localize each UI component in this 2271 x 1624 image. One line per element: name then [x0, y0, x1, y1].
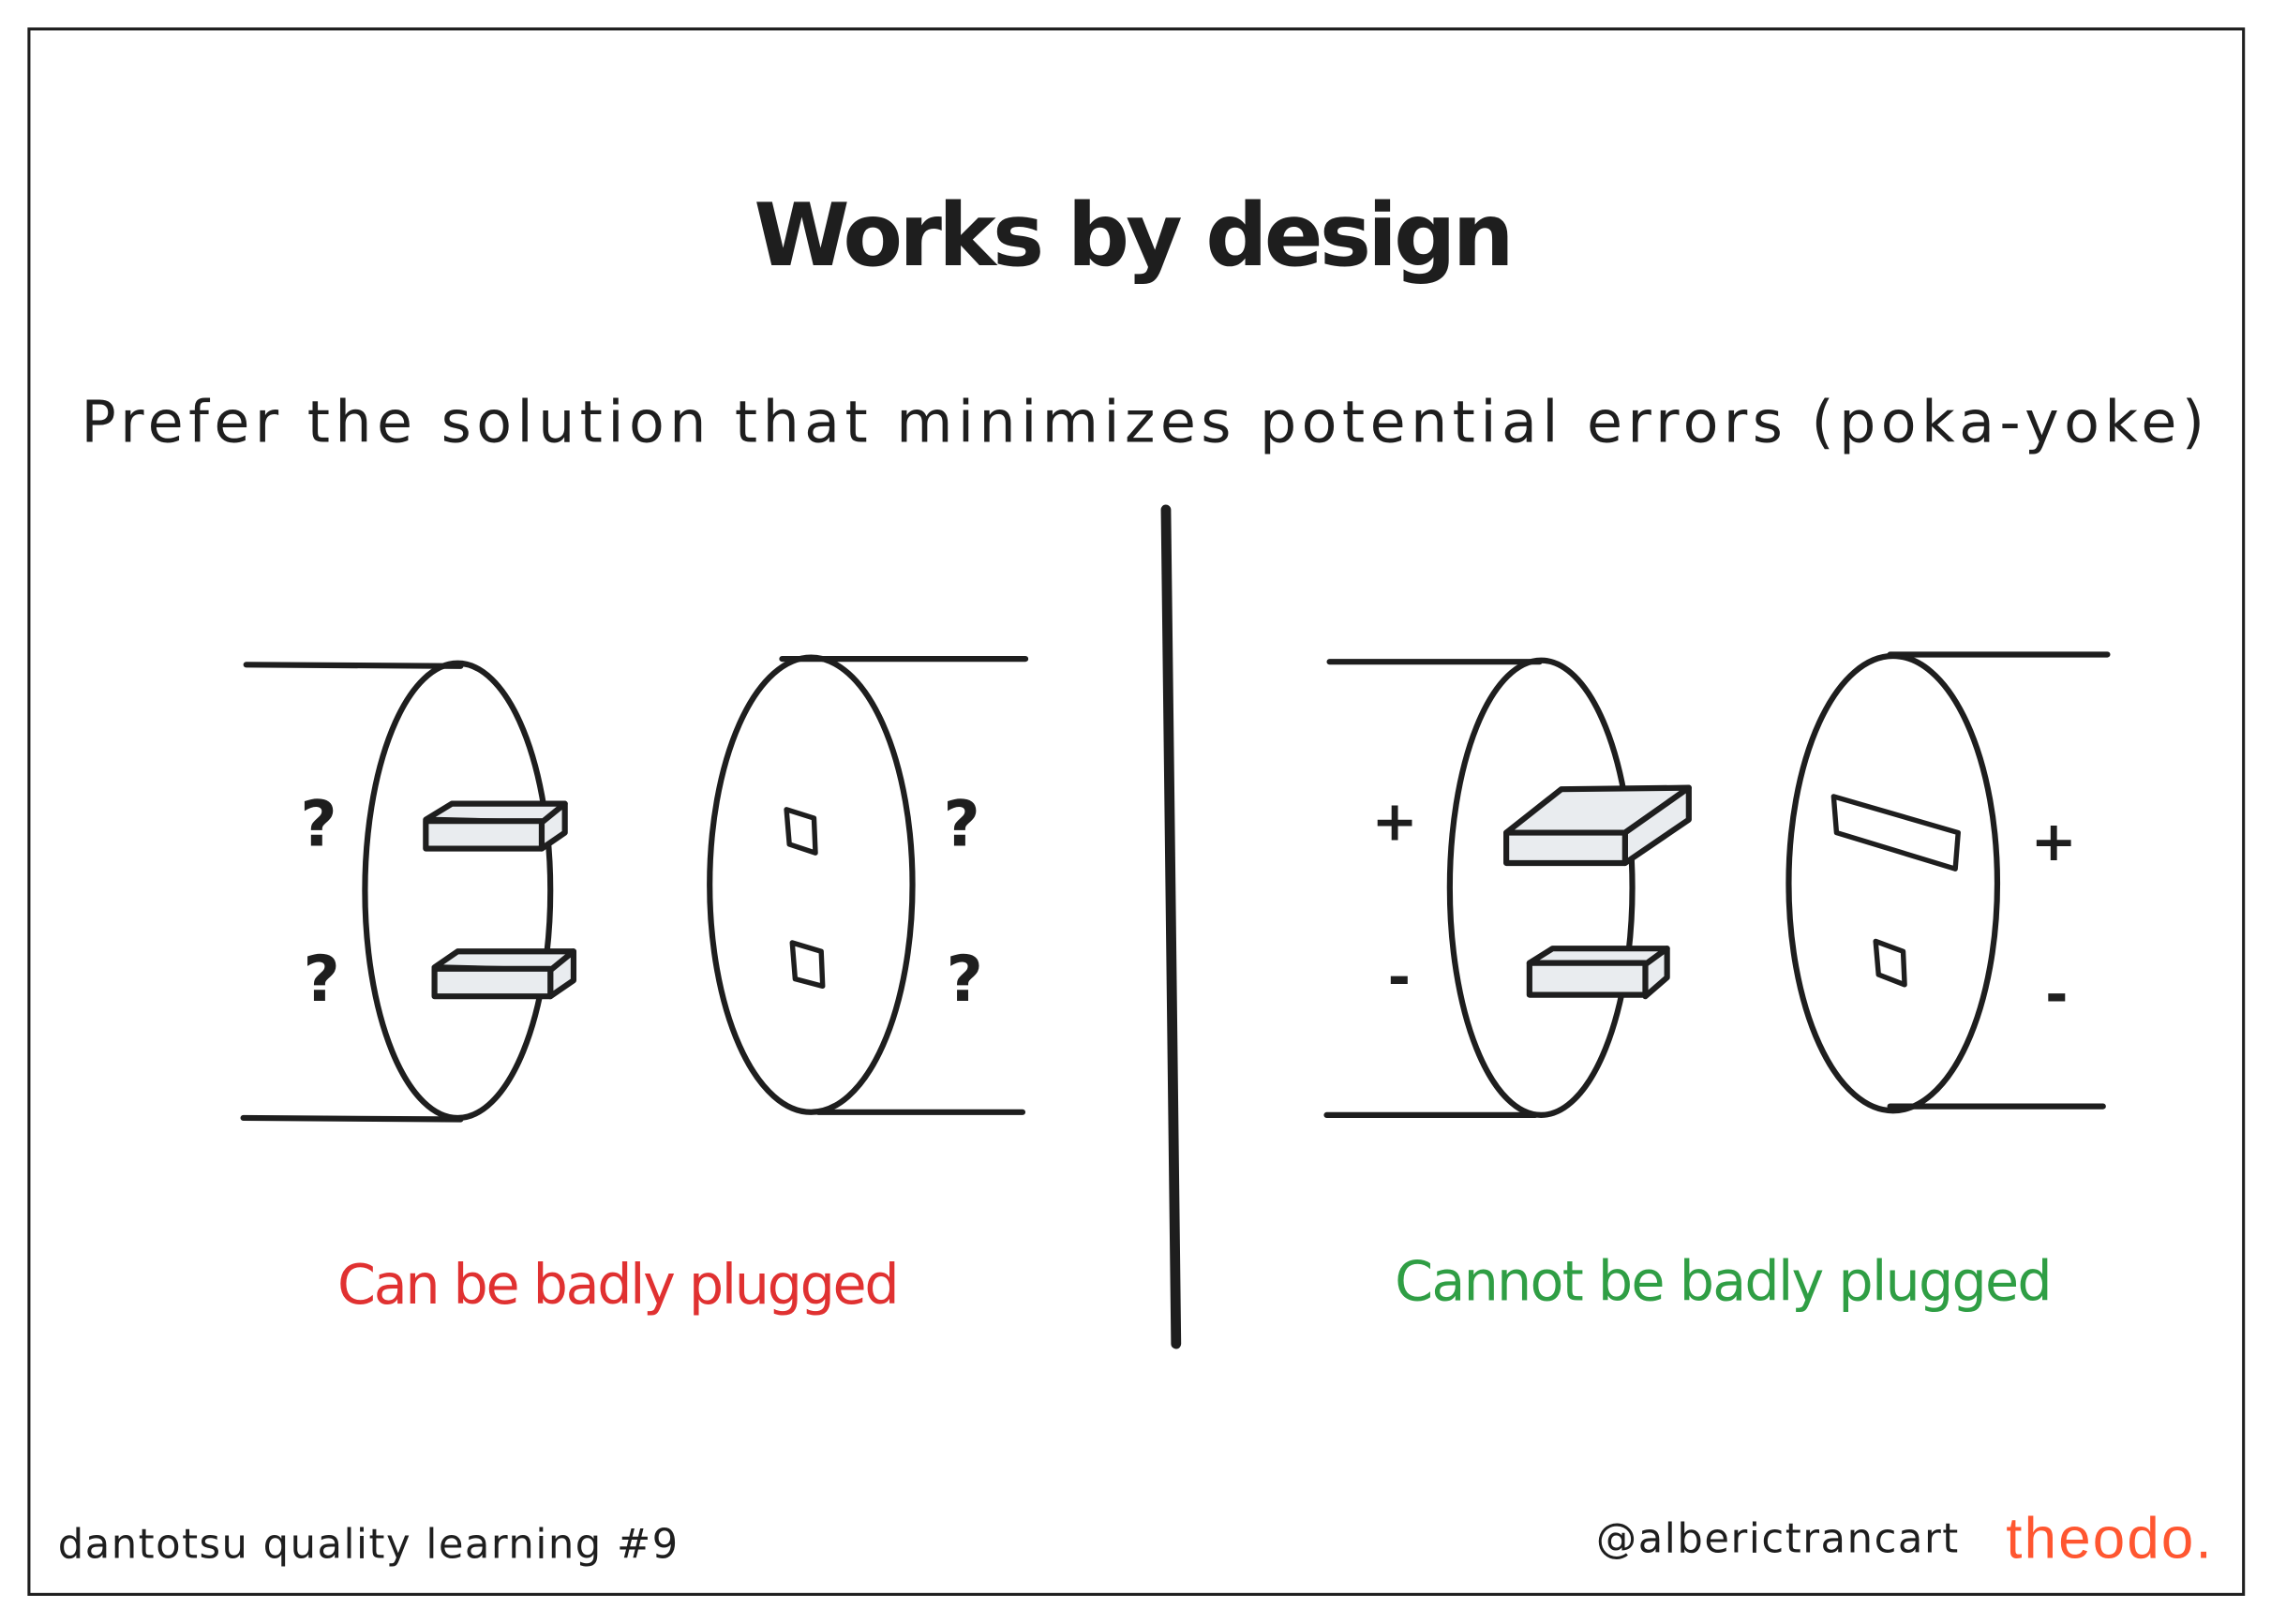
page-title: Works by design [754, 185, 1514, 286]
question-mark: ? [943, 787, 979, 861]
question-mark: ? [303, 943, 339, 1017]
question-mark: ? [946, 943, 982, 1017]
left-caption: Can be badly plugged [337, 1252, 900, 1317]
plus-sign: + [1372, 788, 1418, 853]
plus-sign: + [2031, 809, 2077, 873]
brand-logo: theodo. [2006, 1507, 2211, 1572]
page-subtitle: Prefer the solution that minimizes poten… [82, 388, 2204, 455]
divider [1160, 504, 1182, 1349]
question-mark: ? [300, 787, 336, 861]
author-handle: @alberictrancart [1596, 1516, 1958, 1563]
ambiguous-plug [240, 660, 577, 1123]
keyed-plug [1323, 657, 1692, 1118]
right-caption: Cannot be badly plugged [1395, 1249, 2053, 1314]
minus-sign: - [1388, 945, 1411, 1009]
minus-sign: - [2045, 962, 2068, 1027]
keyed-socket [1785, 651, 2111, 1114]
ambiguous-socket [707, 654, 1029, 1115]
